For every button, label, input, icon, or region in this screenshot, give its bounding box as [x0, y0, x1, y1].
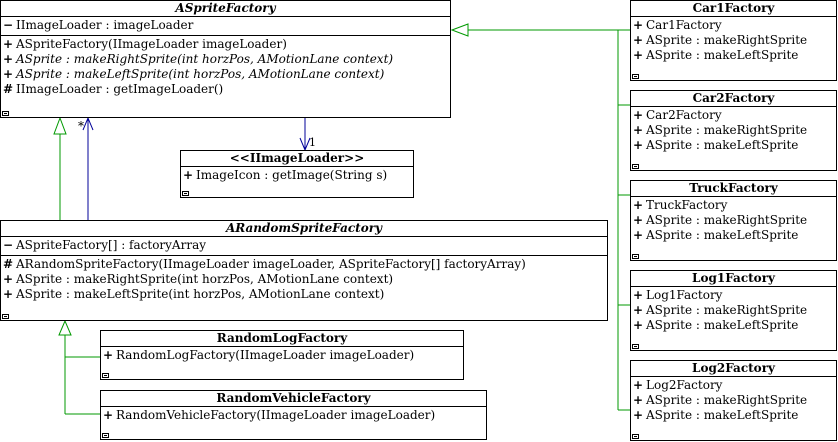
operation-row: +ASprite : makeLeftSprite [633, 408, 799, 422]
collapse-toggle[interactable] [2, 111, 9, 116]
operation-row: +ASprite : makeRightSprite [633, 123, 808, 137]
operation-row: #ARandomSpriteFactory(IImageLoader image… [3, 257, 526, 271]
attributes-compartment: −IImageLoader : imageLoader [1, 17, 450, 36]
class-asprite-factory[interactable]: ASpriteFactory −IImageLoader : imageLoad… [0, 0, 451, 118]
class-random-vehicle-factory[interactable]: RandomVehicleFactory +RandomVehicleFacto… [100, 390, 487, 440]
operation-row: +Log1Factory [633, 288, 723, 302]
operation-row: +ASprite : makeRightSprite [633, 33, 808, 47]
generalization-arandom-to-asprite [53, 116, 67, 220]
class-log2-factory[interactable]: Log2Factory +Log2Factory +ASprite : make… [630, 360, 837, 441]
operation-row: #IImageLoader : getImageLoader() [3, 82, 224, 96]
operation-row: +RandomLogFactory(IImageLoader imageLoad… [103, 348, 415, 362]
generalization-arrowhead-right [450, 23, 469, 37]
multiplicity-label-image-loader: 1 [309, 136, 316, 149]
operation-row: +RandomVehicleFactory(IImageLoader image… [103, 408, 436, 422]
class-iimage-loader[interactable]: <<IImageLoader>> +ImageIcon : getImage(S… [180, 150, 414, 198]
class-name: ASpriteFactory [1, 1, 450, 17]
operation-row: +ASprite : makeRightSprite [633, 213, 808, 227]
attribute-row: −IImageLoader : imageLoader [3, 18, 194, 32]
operation-row: +ASprite : makeRightSprite [633, 393, 808, 407]
operations-compartment: +RandomVehicleFactory(IImageLoader image… [101, 407, 486, 423]
class-car2-factory[interactable]: Car2Factory +Car2Factory +ASprite : make… [630, 90, 837, 171]
collapse-toggle[interactable] [2, 314, 9, 319]
operation-row: +ImageIcon : getImage(String s) [183, 168, 388, 182]
operations-compartment: +Log1Factory +ASprite : makeRightSprite … [631, 287, 836, 333]
class-name: TruckFactory [631, 181, 836, 197]
association-factory-array [82, 116, 94, 220]
class-name: Car2Factory [631, 91, 836, 107]
operation-row: +ASprite : makeLeftSprite(int horzPos, A… [3, 67, 385, 81]
class-name: Log1Factory [631, 271, 836, 287]
collapse-toggle[interactable] [632, 164, 639, 169]
operation-row: +TruckFactory [633, 198, 728, 212]
generalization-concrete-factories [450, 23, 630, 411]
operations-compartment: +Car1Factory +ASprite : makeRightSprite … [631, 17, 836, 63]
class-truck-factory[interactable]: TruckFactory +TruckFactory +ASprite : ma… [630, 180, 837, 261]
attribute-row: −ASpriteFactory[] : factoryArray [3, 238, 207, 252]
class-name: RandomVehicleFactory [101, 391, 486, 407]
operations-compartment: +ASpriteFactory(IImageLoader imageLoader… [1, 36, 450, 97]
collapse-toggle[interactable] [102, 373, 109, 378]
class-arandom-sprite-factory[interactable]: ARandomSpriteFactory −ASpriteFactory[] :… [0, 220, 608, 321]
collapse-toggle[interactable] [632, 74, 639, 79]
class-car1-factory[interactable]: Car1Factory +Car1Factory +ASprite : make… [630, 0, 837, 81]
collapse-toggle[interactable] [632, 254, 639, 259]
operation-row: +Car2Factory [633, 108, 722, 122]
operation-row: +ASprite : makeLeftSprite(int horzPos, A… [3, 287, 385, 301]
operation-row: +ASprite : makeLeftSprite [633, 138, 799, 152]
collapse-toggle[interactable] [182, 191, 189, 196]
class-name: Car1Factory [631, 1, 836, 17]
class-name: <<IImageLoader>> [181, 151, 413, 167]
operations-compartment: +RandomLogFactory(IImageLoader imageLoad… [101, 347, 463, 363]
operation-row: +ASprite : makeRightSprite(int horzPos, … [3, 52, 394, 66]
operation-row: +ASprite : makeLeftSprite [633, 228, 799, 242]
generalization-arrowhead-up-2 [58, 319, 72, 336]
operation-row: +ASprite : makeRightSprite [633, 303, 808, 317]
collapse-toggle[interactable] [102, 433, 109, 438]
collapse-toggle[interactable] [632, 434, 639, 439]
class-name: RandomLogFactory [101, 331, 463, 347]
operations-compartment: #ARandomSpriteFactory(IImageLoader image… [1, 256, 607, 302]
attributes-compartment: −ASpriteFactory[] : factoryArray [1, 237, 607, 256]
operation-row: +Log2Factory [633, 378, 723, 392]
collapse-toggle[interactable] [632, 344, 639, 349]
class-log1-factory[interactable]: Log1Factory +Log1Factory +ASprite : make… [630, 270, 837, 351]
operation-row: +ASprite : makeLeftSprite [633, 318, 799, 332]
generalization-arrowhead-up [53, 116, 67, 135]
class-name: Log2Factory [631, 361, 836, 377]
operations-compartment: +Car2Factory +ASprite : makeRightSprite … [631, 107, 836, 153]
operation-row: +Car1Factory [633, 18, 722, 32]
operation-row: +ASpriteFactory(IImageLoader imageLoader… [3, 37, 287, 51]
multiplicity-label-factory-array: * [78, 119, 84, 133]
operation-row: +ASprite : makeRightSprite(int horzPos, … [3, 272, 394, 286]
class-name: ARandomSpriteFactory [1, 221, 607, 237]
class-random-log-factory[interactable]: RandomLogFactory +RandomLogFactory(IImag… [100, 330, 464, 380]
operations-compartment: +Log2Factory +ASprite : makeRightSprite … [631, 377, 836, 423]
operation-row: +ASprite : makeLeftSprite [633, 48, 799, 62]
operations-compartment: +ImageIcon : getImage(String s) [181, 167, 413, 183]
generalization-random-to-arandom [58, 319, 100, 415]
operations-compartment: +TruckFactory +ASprite : makeRightSprite… [631, 197, 836, 243]
